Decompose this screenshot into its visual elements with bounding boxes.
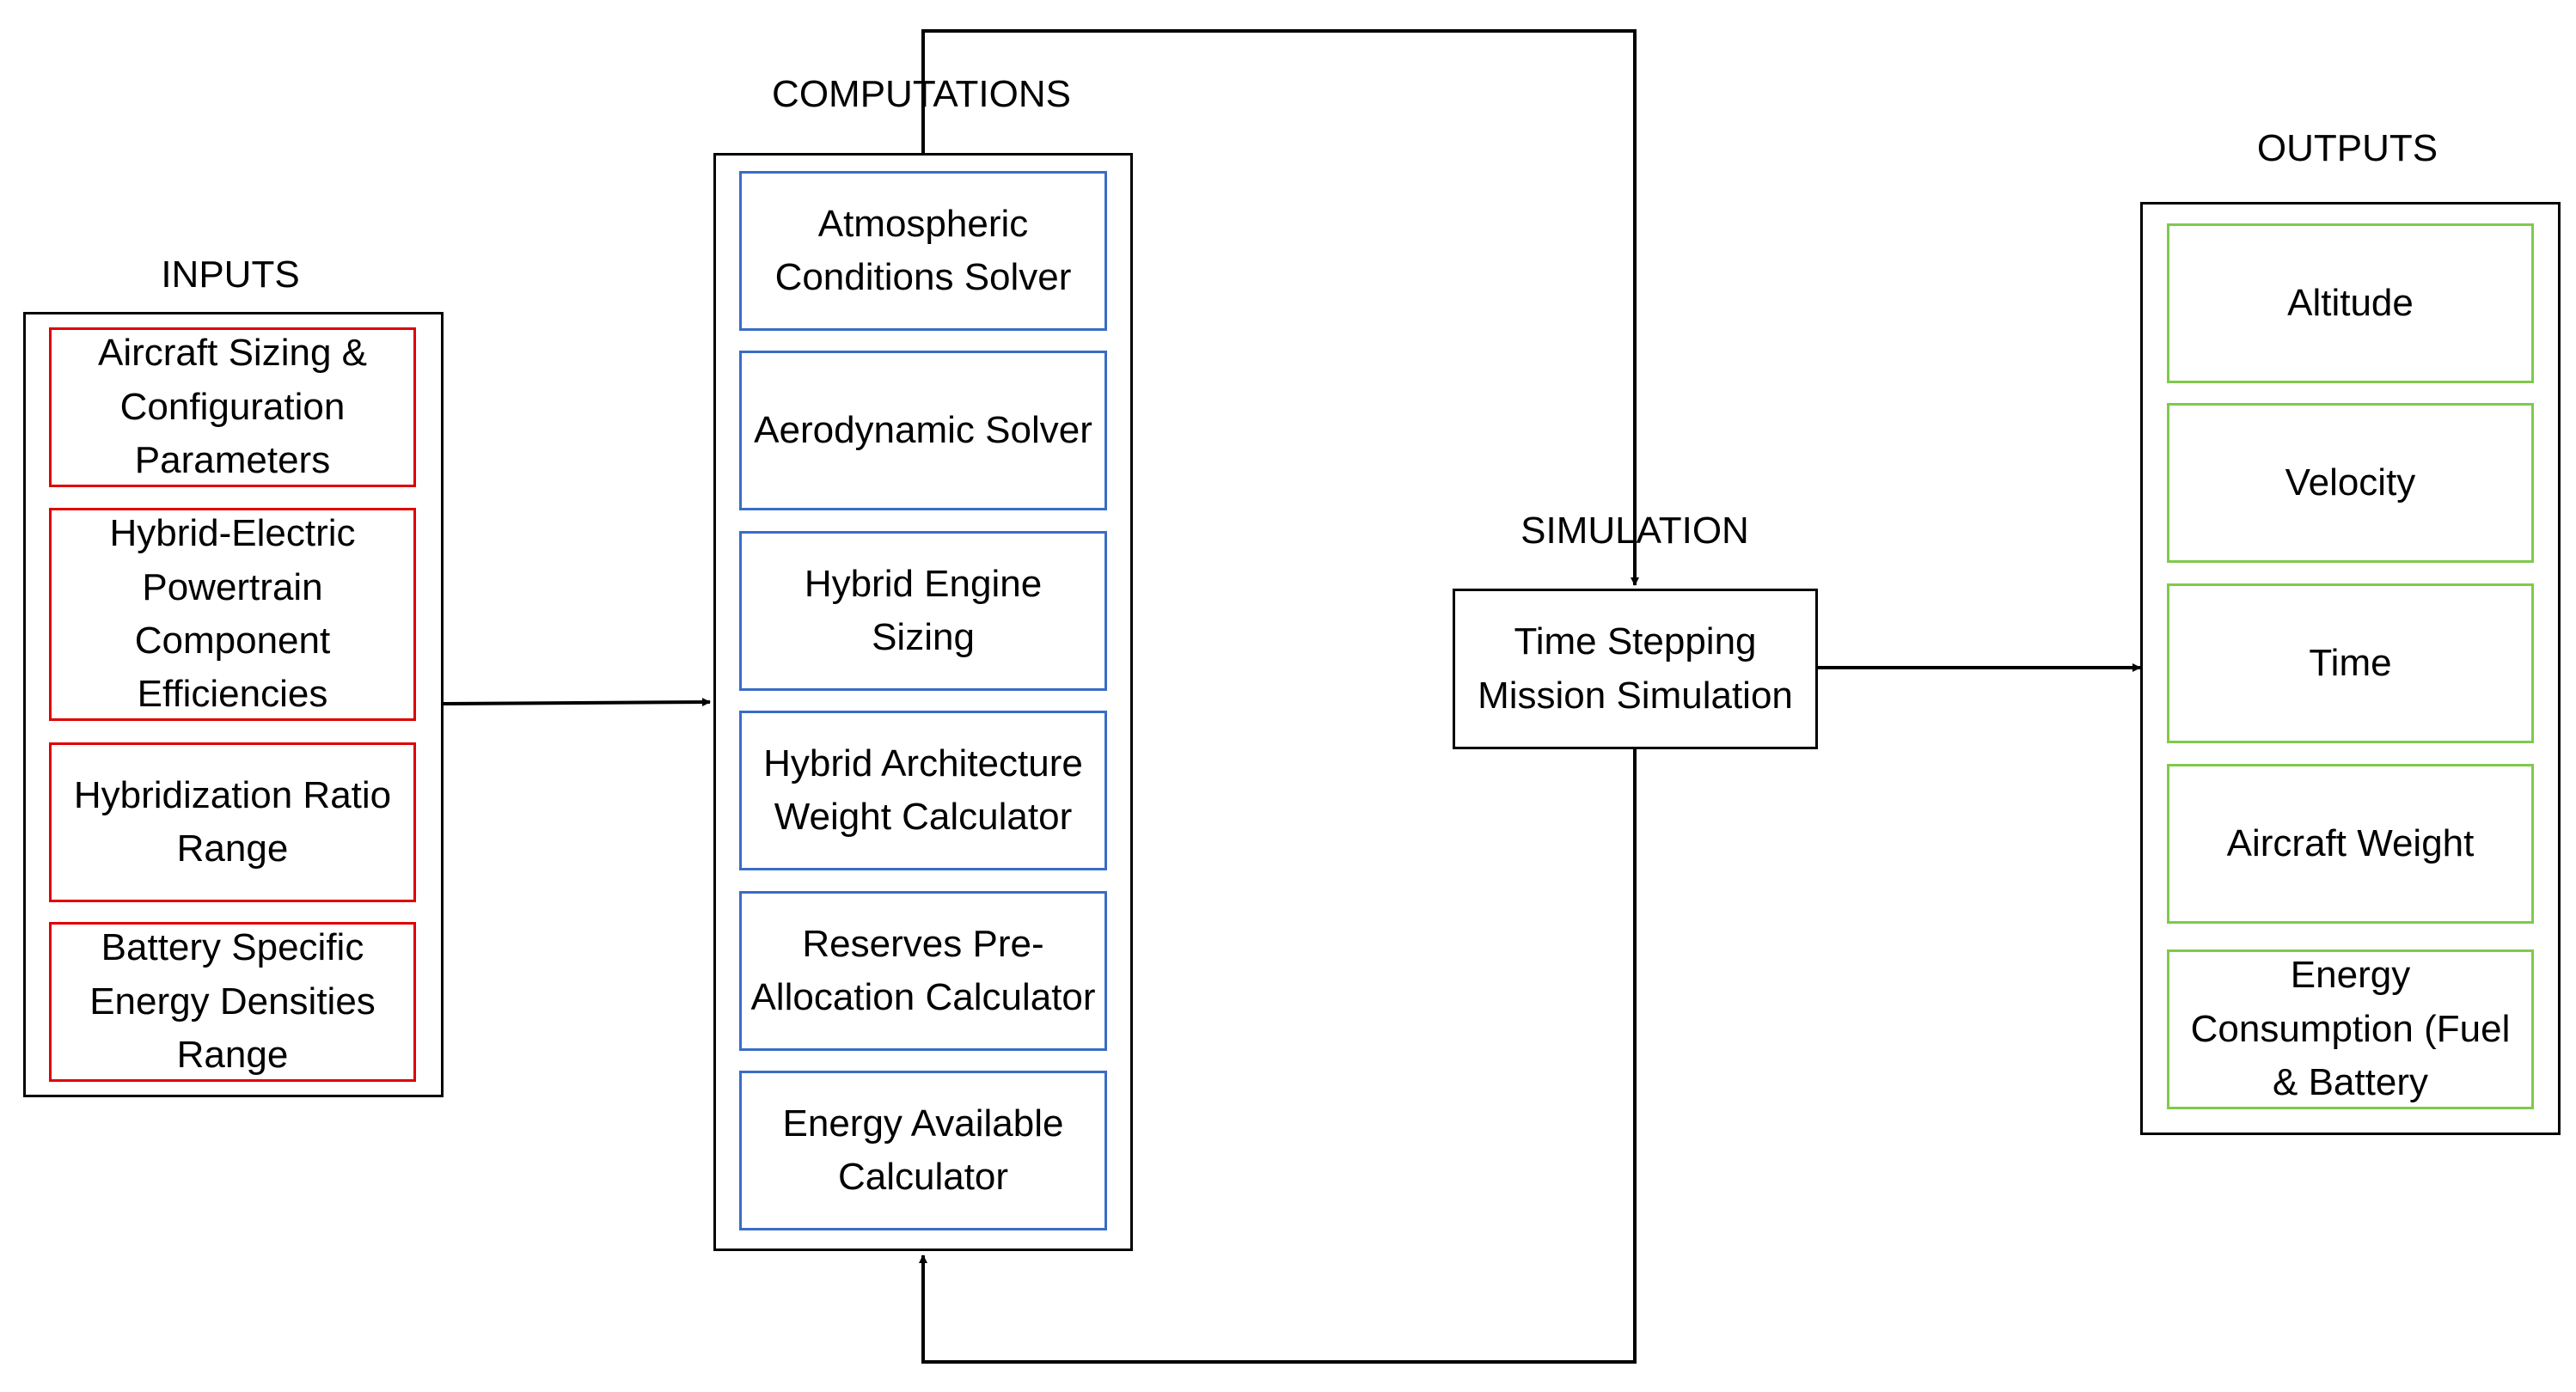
output-aircraft-weight: Aircraft Weight bbox=[2167, 764, 2534, 924]
computation-reserves-preallocation: Reserves Pre-Allocation Calculator bbox=[739, 891, 1107, 1051]
computations-heading: COMPUTATIONS bbox=[772, 73, 1071, 115]
loop-simulation-to-computations bbox=[919, 749, 1637, 1364]
computation-atmospheric-solver: Atmospheric Conditions Solver bbox=[739, 171, 1107, 331]
output-altitude: Altitude bbox=[2167, 223, 2534, 383]
outputs-heading: OUTPUTS bbox=[2256, 127, 2438, 169]
input-aircraft-sizing: Aircraft Sizing & Configuration Paramete… bbox=[49, 327, 416, 487]
computation-hybrid-engine-sizing: Hybrid Engine Sizing bbox=[739, 531, 1107, 691]
output-time: Time bbox=[2167, 583, 2534, 743]
output-velocity: Velocity bbox=[2167, 403, 2534, 563]
input-powertrain-efficiencies: Hybrid-Electric Powertrain Component Eff… bbox=[49, 508, 416, 721]
loop-computations-to-simulation bbox=[921, 29, 1639, 586]
computations-panel bbox=[713, 153, 1133, 1251]
computation-aerodynamic-solver: Aerodynamic Solver bbox=[739, 351, 1107, 510]
computation-hybrid-architecture-weight: Hybrid Architecture Weight Calculator bbox=[739, 711, 1107, 870]
output-energy-consumption: Energy Consumption (Fuel & Battery bbox=[2167, 949, 2534, 1109]
inputs-heading: INPUTS bbox=[161, 253, 300, 296]
arrow-inputs-to-computations bbox=[443, 698, 711, 707]
input-battery-energy-density: Battery Specific Energy Densities Range bbox=[49, 922, 416, 1082]
simulation-box: Time Stepping Mission Simulation bbox=[1453, 589, 1818, 749]
simulation-heading: SIMULATION bbox=[1521, 510, 1749, 552]
computation-energy-available: Energy Available Calculator bbox=[739, 1071, 1107, 1230]
input-hybridization-ratio: Hybridization Ratio Range bbox=[49, 742, 416, 902]
